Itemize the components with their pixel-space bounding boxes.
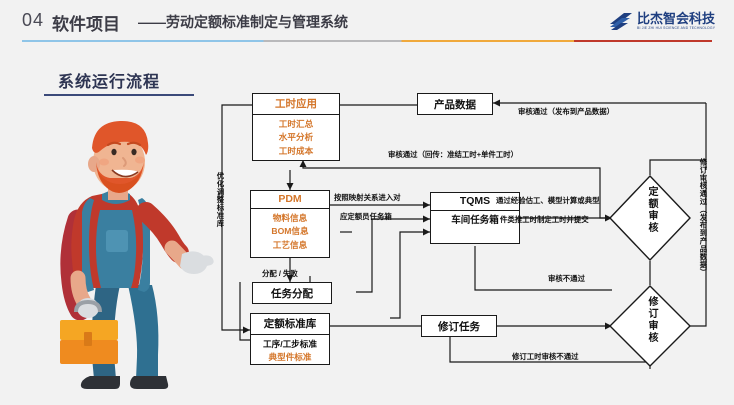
node-gongshi-header: 工时应用 xyxy=(275,98,317,110)
node-dinge-biaozhunku[interactable]: 定额标准库 工序/工步标准 典型件标准 xyxy=(250,313,330,365)
header-number: 04 xyxy=(22,10,45,30)
label-mapping-line2: 应定额员任务箱 xyxy=(340,212,392,221)
worker-illustration-svg xyxy=(60,120,214,389)
node-gongshi-yingyong[interactable]: 工时应用 工时汇总 水平分析 工时成本 xyxy=(252,93,340,161)
node-tqms-item-0: 车间任务箱 xyxy=(451,215,499,226)
section-title: 系统运行流程 xyxy=(58,74,161,91)
company-logo: 比杰智会科技 BI JIE ZHI HUI SCIENCE AND TECHNO… xyxy=(608,6,726,36)
header-subtitle: ——劳动定额标准制定与管理系统 xyxy=(138,12,348,32)
node-xiuding-renwu[interactable]: 修订任务 xyxy=(421,315,497,337)
header-dash: —— xyxy=(138,14,166,30)
label-zhiding-line2: 件类推工时制定工时并提交 xyxy=(500,215,589,224)
node-pdm-item-2: 工艺信息 xyxy=(272,239,308,250)
logo-text: 比杰智会科技 BI JIE ZHI HUI SCIENCE AND TECHNO… xyxy=(637,12,715,30)
diamond-label-dinge-shenhe: 定额审核 xyxy=(646,186,657,234)
label-shenhe-tongguo-fabu: 审核通过（发布到产品数据） xyxy=(518,107,615,116)
diamond-xiuding-shenhe xyxy=(609,285,691,367)
diamond-dinge-shenhe xyxy=(609,174,691,262)
logo-swoosh-icon xyxy=(608,10,634,32)
label-xiuding-fabu: 修订审核通过（发布到产品数据） xyxy=(699,158,708,277)
node-gongshi-body: 工时汇总 水平分析 工时成本 xyxy=(253,114,339,161)
worker-illustration xyxy=(20,100,220,390)
node-pdm-item-0: 物料信息 xyxy=(272,213,308,223)
node-renwu-fenpei[interactable]: 任务分配 xyxy=(252,282,332,304)
node-gongshi-item-2: 工时成本 xyxy=(278,145,314,156)
header-title: 软件项目 xyxy=(52,15,120,34)
slide-header: 04 软件项目 ——劳动定额标准制定与管理系统 xyxy=(0,0,734,42)
node-chanpin-shuju[interactable]: 产品数据 xyxy=(417,93,493,115)
node-biaozhunku-item-1: 典型件标准 xyxy=(268,352,312,363)
node-tqms-header: TQMS xyxy=(459,195,491,207)
node-biaozhunku-body: 工序/工步标准 典型件标准 xyxy=(251,334,329,368)
node-pdm-body: 物料信息 BOM信息 工艺信息 xyxy=(251,208,329,255)
logo-name-cn: 比杰智会科技 xyxy=(637,10,716,26)
diamond-label-xiuding-shenhe: 修订审核 xyxy=(646,296,657,344)
label-shenhe-tongguo-huichuan: 审核通过（回传：准结工时+单件工时） xyxy=(388,150,518,159)
label-fenpei-shibai: 分配 / 失败 xyxy=(262,269,298,278)
node-gongshi-item-1: 水平分析 xyxy=(278,132,314,143)
header-divider xyxy=(22,40,712,42)
node-gongshi-item-0: 工时汇总 xyxy=(278,119,314,129)
node-pdm-item-1: BOM信息 xyxy=(271,226,309,237)
node-pdm-header: PDM xyxy=(278,193,302,205)
node-tqms[interactable]: TQMS 车间任务箱 xyxy=(430,192,520,244)
label-youhua-tiaozheng: 优化调整标准库 xyxy=(216,172,225,228)
node-biaozhunku-item-0: 工序/工步标准 xyxy=(263,339,317,349)
logo-name-en: BI JIE ZHI HUI SCIENCE AND TECHNOLOGY xyxy=(637,25,716,30)
label-zhiding-line1: 通过经验估工、模型计算或典型 xyxy=(496,196,600,205)
section-title-underline xyxy=(44,94,194,96)
node-pdm[interactable]: PDM 物料信息 BOM信息 工艺信息 xyxy=(250,190,330,258)
header-subtitle-text: 劳动定额标准制定与管理系统 xyxy=(166,14,348,30)
label-xiuding-butongguo: 修订工时审核不通过 xyxy=(512,352,579,361)
label-mapping-line1: 按照映射关系进入对 xyxy=(334,193,401,202)
node-biaozhunku-header: 定额标准库 xyxy=(263,318,317,330)
label-shenhe-butongguo: 审核不通过 xyxy=(548,274,585,283)
node-tqms-body: 车间任务箱 xyxy=(431,210,519,232)
logo-swoosh-svg xyxy=(610,13,632,30)
